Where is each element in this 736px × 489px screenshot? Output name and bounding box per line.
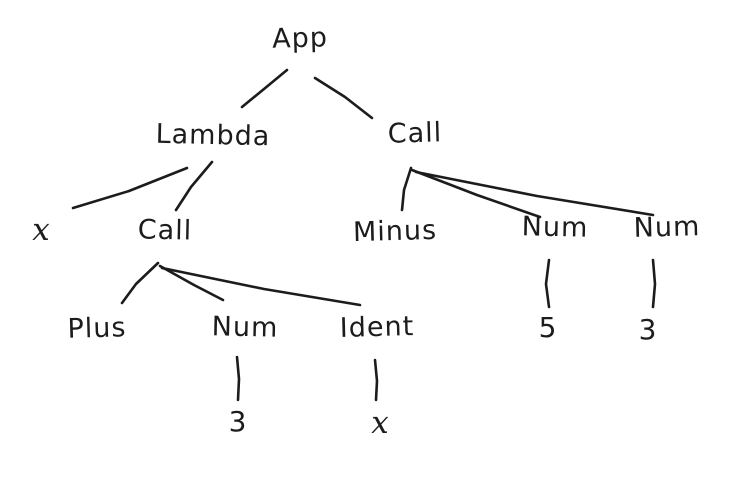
edge-callright-minus <box>400 166 413 212</box>
node-app: App <box>271 22 329 55</box>
node-ident-x: x <box>371 405 389 441</box>
node-call-left: Call <box>137 214 193 247</box>
edge-app-lambda <box>240 68 289 109</box>
node-plus: Plus <box>67 312 127 345</box>
node-param-x: x <box>32 212 50 248</box>
edge-lambda-call-left <box>174 160 214 212</box>
edge-callleft-plus <box>120 261 160 305</box>
edge-lambda-x <box>71 166 189 210</box>
edge-callright-num1 <box>410 168 542 219</box>
node-ident: Ident <box>339 311 415 344</box>
edge-callright-num2 <box>414 170 655 217</box>
node-value-3-right: 3 <box>638 313 658 346</box>
node-value-3-left: 3 <box>228 405 248 438</box>
node-num-left: Num <box>211 311 279 344</box>
node-value-5: 5 <box>538 311 558 344</box>
node-num-right-1: Num <box>521 211 589 244</box>
node-num-right-2: Num <box>633 211 701 244</box>
edge-num-3-right <box>651 258 657 309</box>
node-minus: Minus <box>352 214 438 249</box>
node-lambda: Lambda <box>155 118 271 153</box>
edge-app-call-right <box>313 76 374 120</box>
edge-num-5 <box>544 258 551 309</box>
edge-ident-x <box>373 358 379 402</box>
edge-num-3-left <box>235 355 241 402</box>
edge-callleft-ident <box>160 266 362 307</box>
node-call-right: Call <box>387 117 443 150</box>
edge-callleft-num <box>158 264 225 302</box>
